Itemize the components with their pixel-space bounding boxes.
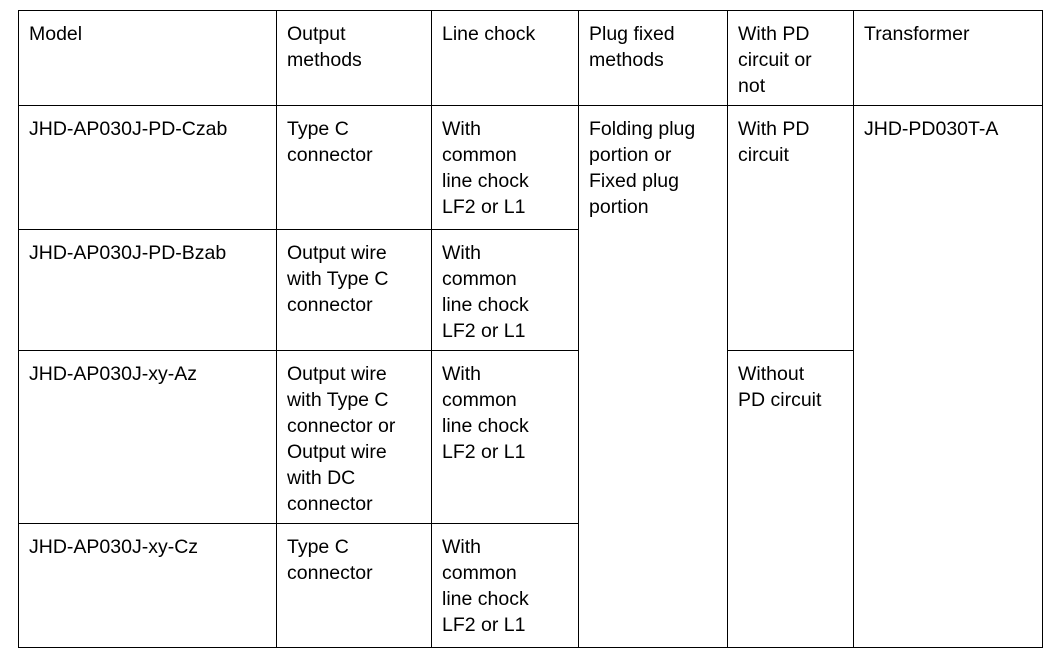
cell-output-methods-4: Type C connector [276, 523, 432, 648]
cell-model-4: JHD-AP030J-xy-Cz [18, 523, 277, 648]
cell-line-chock-2: With common line chock LF2 or L1 [431, 229, 579, 351]
column-header-pd-circuit: With PD circuit or not [727, 10, 854, 106]
table-header-row: Model Output methods Line chock Plug fix… [18, 10, 1043, 106]
column-header-model: Model [18, 10, 277, 106]
cell-output-methods-1: Type C connector [276, 105, 432, 230]
cell-model-1: JHD-AP030J-PD-Czab [18, 105, 277, 230]
table-row: JHD-AP030J-PD-Bzab Output wire with Type… [18, 229, 1043, 351]
column-header-transformer: Transformer [853, 10, 1043, 106]
cell-line-chock-4: With common line chock LF2 or L1 [431, 523, 579, 648]
cell-output-methods-3: Output wire with Type C connector or Out… [276, 350, 432, 524]
cell-model-3: JHD-AP030J-xy-Az [18, 350, 277, 524]
column-header-output-methods: Output methods [276, 10, 432, 106]
cell-pd-circuit-without: Without PD circuit [727, 350, 854, 648]
column-header-line-chock: Line chock [431, 10, 579, 106]
cell-transformer-merged: JHD-PD030T-A [853, 105, 1043, 648]
cell-pd-circuit-with: With PD circuit [727, 105, 854, 351]
column-header-plug-fixed-methods: Plug fixed methods [578, 10, 728, 106]
table-row: JHD-AP030J-PD-Czab Type C connector With… [18, 105, 1043, 648]
cell-model-2: JHD-AP030J-PD-Bzab [18, 229, 277, 351]
product-specification-table: Model Output methods Line chock Plug fix… [18, 10, 1043, 648]
cell-line-chock-3: With common line chock LF2 or L1 [431, 350, 579, 524]
cell-plug-fixed-methods-merged: Folding plug portion or Fixed plug porti… [578, 105, 728, 648]
table-row: JHD-AP030J-xy-Az Output wire with Type C… [18, 350, 1043, 648]
cell-line-chock-1: With common line chock LF2 or L1 [431, 105, 579, 230]
cell-output-methods-2: Output wire with Type C connector [276, 229, 432, 351]
table-row: JHD-AP030J-xy-Cz Type C connector With c… [18, 523, 1043, 648]
